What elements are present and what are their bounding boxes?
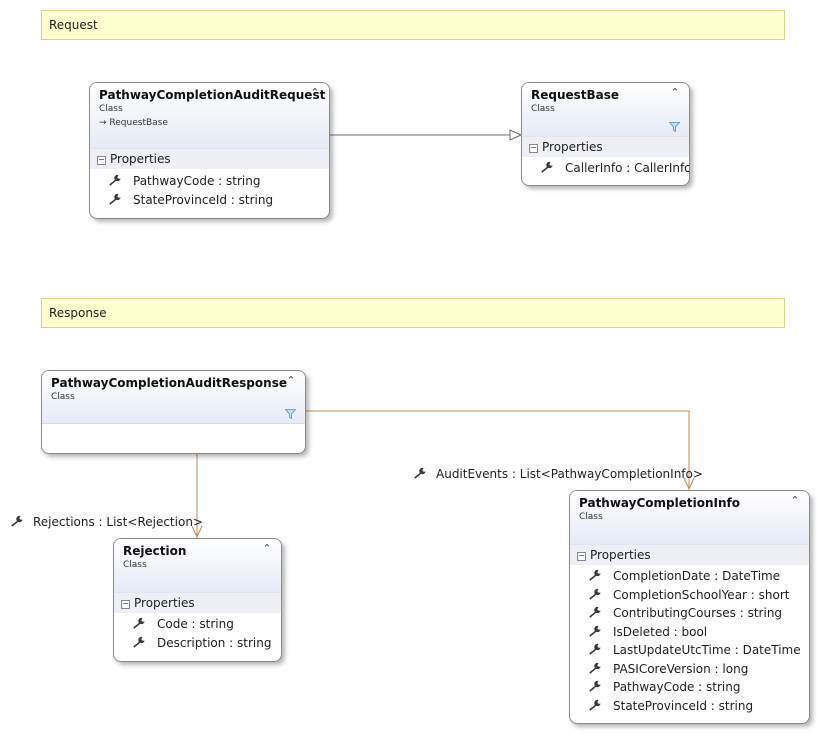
class-kind: Class (99, 104, 321, 114)
wrench-icon (588, 662, 602, 674)
property-row[interactable]: PathwayCode : string (570, 678, 809, 697)
chevron-up-double-icon[interactable]: ⌃︎ (309, 87, 321, 99)
class-header: RequestBase Class ⌃︎ (522, 83, 689, 136)
property-text: PASICoreVersion : long (613, 662, 748, 676)
collapse-section-icon[interactable]: − (121, 600, 130, 609)
property-row[interactable]: IsDeleted : bool (570, 623, 809, 642)
base-class-name: RequestBase (109, 118, 167, 128)
property-row[interactable]: PASICoreVersion : long (570, 660, 809, 679)
class-name: RequestBase (531, 88, 681, 102)
property-text: LastUpdateUtcTime : DateTime (613, 643, 801, 657)
property-row[interactable]: PathwayCode : string (90, 172, 329, 191)
wrench-icon (132, 636, 146, 648)
class-pathway-completion-info[interactable]: PathwayCompletionInfo Class ⌃︎ −Properti… (569, 490, 810, 724)
association-label: Rejections : List<Rejection> (33, 515, 203, 529)
properties-section-header[interactable]: −Properties (90, 148, 329, 169)
property-text: PathwayCode : string (613, 680, 740, 694)
class-name: Rejection (123, 544, 273, 558)
class-kind: Class (123, 560, 273, 570)
collapse-section-icon[interactable]: − (97, 156, 106, 165)
wrench-icon (588, 699, 602, 711)
property-text: Code : string (157, 617, 234, 631)
wrench-icon (588, 569, 602, 581)
property-text: CompletionDate : DateTime (613, 569, 780, 583)
property-row[interactable]: Description : string (114, 634, 281, 653)
chevron-up-double-icon[interactable]: ⌃︎ (669, 87, 681, 99)
class-rejection[interactable]: Rejection Class ⌃︎ −Properties Code : st… (113, 538, 282, 662)
filter-icon[interactable] (285, 409, 296, 419)
collapse-section-icon[interactable]: − (529, 144, 538, 153)
association-label: AuditEvents : List<PathwayCompletionInfo… (436, 467, 703, 481)
property-row[interactable]: CompletionDate : DateTime (570, 567, 809, 586)
property-text: CallerInfo : CallerInfo (565, 161, 690, 175)
section-label: Properties (590, 548, 651, 562)
property-row[interactable]: LastUpdateUtcTime : DateTime (570, 641, 809, 660)
class-pathway-completion-audit-request[interactable]: PathwayCompletionAuditRequest Class → Re… (89, 82, 330, 219)
section-label: Properties (542, 140, 603, 154)
association-rejections[interactable]: Rejections : List<Rejection> (10, 515, 203, 529)
chevron-up-double-icon[interactable]: ⌃︎ (789, 495, 801, 507)
class-request-base[interactable]: RequestBase Class ⌃︎ −Properties CallerI… (521, 82, 690, 186)
wrench-icon (588, 643, 602, 655)
wrench-icon (588, 588, 602, 600)
wrench-icon (588, 606, 602, 618)
wrench-icon (108, 174, 122, 186)
chevron-up-double-icon[interactable]: ⌃︎ (261, 543, 273, 555)
filter-icon[interactable] (669, 122, 680, 132)
property-text: StateProvinceId : string (613, 699, 753, 713)
property-row[interactable]: CallerInfo : CallerInfo (522, 159, 689, 178)
chevron-up-double-icon[interactable]: ⌃︎ (285, 375, 297, 387)
class-name: PathwayCompletionAuditResponse (51, 376, 297, 390)
property-row[interactable]: Code : string (114, 615, 281, 634)
property-text: CompletionSchoolYear : short (613, 588, 789, 602)
property-text: IsDeleted : bool (613, 625, 707, 639)
wrench-icon (588, 680, 602, 692)
class-header: PathwayCompletionAuditResponse Class ⌃︎ (42, 371, 305, 424)
inheritance-arrowhead (510, 130, 521, 140)
collapse-section-icon[interactable]: − (577, 552, 586, 561)
wrench-icon (588, 625, 602, 637)
class-kind: Class (531, 104, 681, 114)
association-audit-events[interactable]: AuditEvents : List<PathwayCompletionInfo… (413, 467, 703, 481)
class-header: Rejection Class ⌃︎ (114, 539, 281, 592)
property-text: Description : string (157, 636, 271, 650)
property-text: ContributingCourses : string (613, 606, 782, 620)
base-class: → RequestBase (99, 118, 321, 128)
wrench-icon (413, 467, 427, 479)
wrench-icon (132, 617, 146, 629)
class-header: PathwayCompletionAuditRequest Class → Re… (90, 83, 329, 148)
class-pathway-completion-audit-response[interactable]: PathwayCompletionAuditResponse Class ⌃︎ (41, 370, 306, 454)
wrench-icon (10, 515, 24, 527)
properties-section-header[interactable]: −Properties (570, 544, 809, 565)
property-row[interactable]: StateProvinceId : string (570, 697, 809, 716)
property-text: PathwayCode : string (133, 174, 260, 188)
properties-section-header[interactable]: −Properties (522, 136, 689, 157)
class-name: PathwayCompletionAuditRequest (99, 88, 321, 102)
section-label: Properties (134, 596, 195, 610)
property-row[interactable]: StateProvinceId : string (90, 191, 329, 210)
class-header: PathwayCompletionInfo Class ⌃︎ (570, 491, 809, 544)
wrench-icon (108, 193, 122, 205)
wrench-icon (540, 161, 554, 173)
class-kind: Class (51, 392, 297, 402)
class-name: PathwayCompletionInfo (579, 496, 801, 510)
property-row[interactable]: CompletionSchoolYear : short (570, 586, 809, 605)
property-text: StateProvinceId : string (133, 193, 273, 207)
section-label: Properties (110, 152, 171, 166)
class-kind: Class (579, 512, 801, 522)
properties-section-header[interactable]: −Properties (114, 592, 281, 613)
property-row[interactable]: ContributingCourses : string (570, 604, 809, 623)
inherit-arrow-icon: → (99, 118, 107, 128)
